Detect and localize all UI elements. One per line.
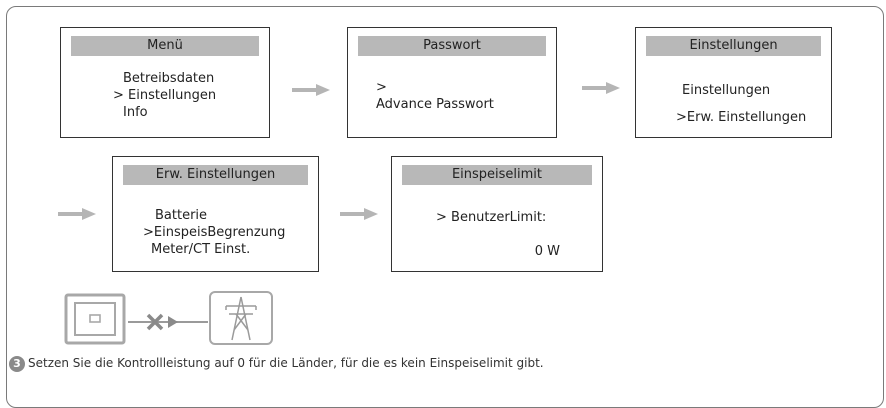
screen-passwort: Passwort > Advance Passwort <box>347 27 557 138</box>
screen-einstellungen-title: Einstellungen <box>646 36 821 56</box>
screen-erw-einstellungen-title: Erw. Einstellungen <box>123 165 308 185</box>
passwort-line-advance: Advance Passwort <box>376 97 494 112</box>
erw-line-meter: Meter/CT Einst. <box>151 242 251 257</box>
inverter-icon <box>64 293 126 345</box>
screen-menu-title: Menü <box>71 36 259 56</box>
menu-line-betreibsdaten: Betreibsdaten <box>123 71 215 86</box>
screen-menu: Menü Betreibsdaten > Einstellungen Info <box>60 27 270 138</box>
passwort-line-cursor: > <box>376 80 387 95</box>
screen-passwort-title: Passwort <box>358 36 546 56</box>
screen-einspeiselimit-title: Einspeiselimit <box>402 165 592 185</box>
step-number-badge: 3 <box>9 356 25 372</box>
menu-line-einstellungen: > Einstellungen <box>113 88 217 103</box>
erw-line-einspeisbegrenzung: >EinspeisBegrenzung <box>143 225 286 240</box>
einstellungen-line-einstellungen: Einstellungen <box>682 83 771 98</box>
einspeiselimit-line-value: 0 W <box>534 244 560 259</box>
screen-einstellungen: Einstellungen Einstellungen >Erw. Einste… <box>635 27 832 138</box>
einspeiselimit-line-benutzerlimit: > BenutzerLimit: <box>436 210 547 225</box>
arrow-right-icon <box>292 84 330 96</box>
arrow-right-icon <box>582 82 620 94</box>
einstellungen-line-erw: >Erw. Einstellungen <box>676 110 807 125</box>
footer-instruction-text: Setzen Sie die Kontrollleistung auf 0 fü… <box>28 356 544 370</box>
arrow-right-icon <box>58 208 96 220</box>
menu-line-info: Info <box>123 105 148 120</box>
erw-line-batterie: Batterie <box>155 208 208 223</box>
screen-erw-einstellungen: Erw. Einstellungen Batterie >EinspeisBeg… <box>112 156 319 272</box>
arrow-right-icon <box>340 208 378 220</box>
cross-arrow-icon <box>128 313 208 331</box>
grid-pylon-icon <box>209 291 273 345</box>
screen-einspeiselimit: Einspeiselimit > BenutzerLimit: 0 W <box>391 156 603 272</box>
